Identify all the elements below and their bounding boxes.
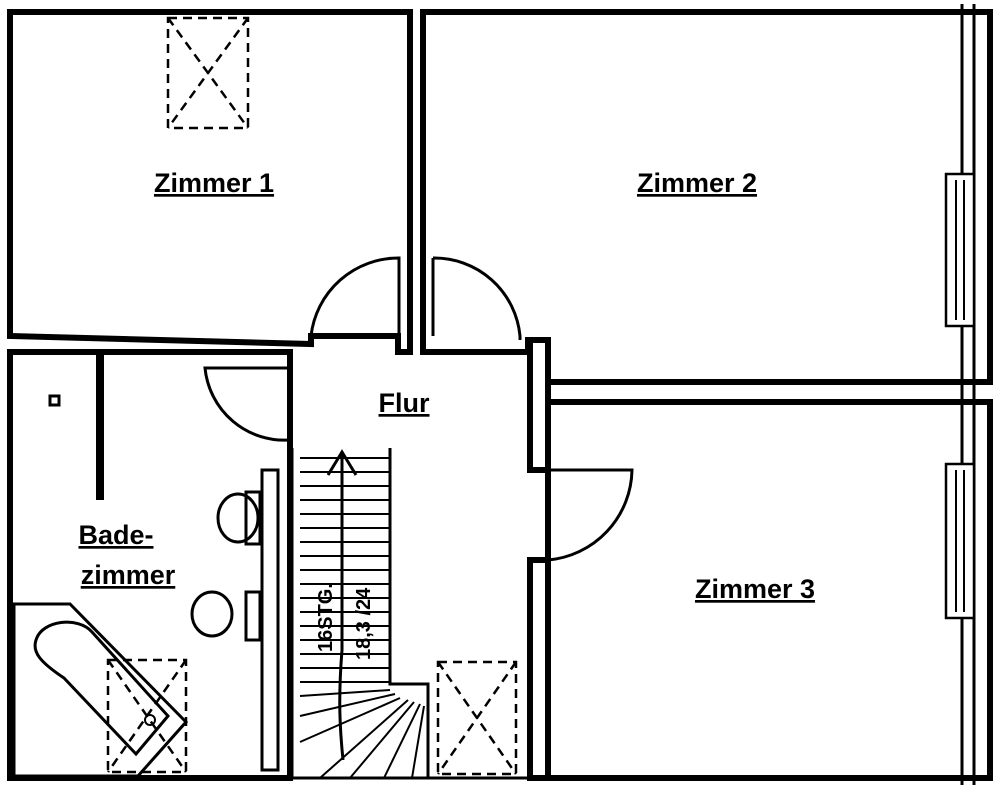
room-badezimmer: Bade- zimmer (7, 349, 293, 781)
exterior-wall-right (944, 4, 976, 785)
flur-wall-right-lower (527, 557, 551, 781)
room-zimmer-2: Zimmer 2 (420, 9, 993, 385)
bath-fixture (48, 394, 61, 407)
zimmer-1-label: Zimmer 1 (154, 168, 274, 198)
skylight-flur (436, 660, 518, 776)
zimmer-2-label: Zimmer 2 (637, 168, 757, 198)
toilet (190, 590, 262, 642)
room-zimmer-3: Zimmer 3 (545, 399, 993, 781)
zimmer-1-walls (7, 9, 413, 355)
staircase: 16STG. 18,3 /24 (290, 448, 518, 779)
stair-direction-arrow (326, 449, 358, 761)
stair-ratio-label: 18,3 /24 (353, 587, 375, 660)
room-flur: Flur (290, 337, 551, 781)
window-zimmer-2 (944, 172, 976, 328)
door-badezimmer (203, 366, 292, 442)
door-zimmer-1 (309, 256, 401, 337)
installation-wall (260, 468, 280, 772)
window-zimmer-3 (944, 462, 976, 620)
skylight-badezimmer (106, 658, 188, 774)
bathtub (12, 602, 189, 778)
shower-partition (96, 352, 104, 500)
room-zimmer-1: Zimmer 1 (7, 9, 413, 355)
badezimmer-label-line2: zimmer (81, 560, 176, 590)
sink (216, 490, 262, 546)
flur-wall-right-upper (527, 337, 551, 473)
door-zimmer-3 (547, 468, 634, 562)
stair-wall-right (388, 448, 430, 778)
zimmer-3-label: Zimmer 3 (695, 574, 815, 604)
stair-steps (299, 457, 425, 779)
badezimmer-label-line1: Bade- (78, 520, 153, 550)
flur-label: Flur (379, 388, 430, 418)
door-zimmer-2 (431, 256, 522, 340)
stair-steps-label: 16STG. (315, 583, 337, 652)
skylight-zimmer-1 (166, 16, 250, 130)
